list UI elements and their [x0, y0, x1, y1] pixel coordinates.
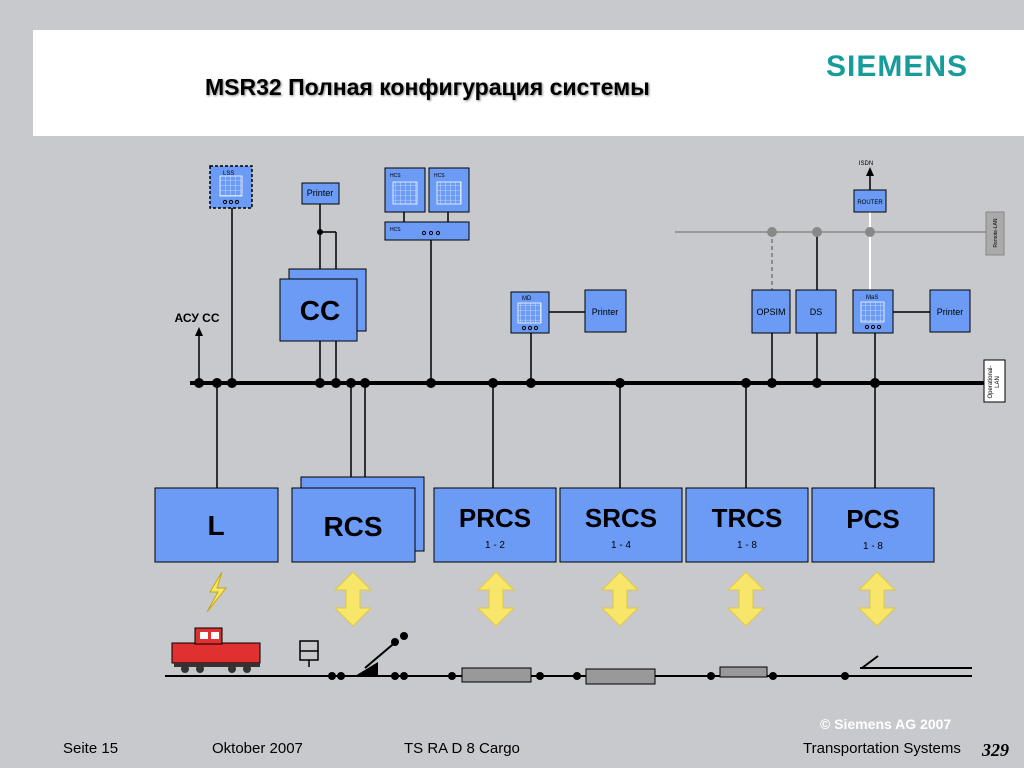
track-signal-icon [299, 640, 319, 667]
subsystem-trcs: TRCS 1 - 8 [685, 487, 809, 563]
printer-mas-label: Printer [937, 307, 964, 317]
opsim-label: OPSIM [756, 307, 785, 317]
operational-lan-box [983, 359, 1006, 403]
slide-title: MSR32 Полная конфигурация системы [205, 74, 650, 100]
track-circuit-3 [719, 666, 768, 678]
md-label: MD [522, 296, 532, 302]
mas-label: MaS [866, 295, 878, 301]
trcs-arrow-icon [726, 571, 766, 627]
hcs2-label: HCS [434, 173, 445, 179]
subsystem-rcs-label: RCS [323, 511, 382, 542]
printer-mas-box [929, 289, 971, 333]
bus-nodes [194, 229, 880, 388]
remote-lan-nodes [767, 227, 875, 237]
remote-lan-label: Remote-LAN [993, 218, 999, 247]
printer-md-label: Printer [592, 307, 619, 317]
track-circuit-1 [461, 667, 532, 683]
lss-label: LSS [223, 171, 234, 177]
router-box [853, 189, 887, 213]
md-workstation: MD [510, 291, 550, 334]
track-nodes [328, 672, 849, 680]
opsim-box [751, 289, 791, 334]
printer-md-box [584, 289, 627, 333]
pcs-arrow-icon [857, 571, 897, 627]
barrier-icon [355, 632, 408, 676]
subsystem-pcs-range: 1 - 8 [863, 541, 883, 552]
track-switch-icon [861, 655, 879, 669]
isdn-label: ISDN [859, 161, 873, 167]
subsystem-trcs-label: TRCS [712, 503, 783, 533]
radio-lightning-icon [206, 571, 228, 613]
locomotive-icon [171, 627, 261, 673]
subsystem-prcs-range: 1 - 2 [485, 540, 505, 551]
siemens-logo: SIEMENS [826, 50, 969, 83]
footer-date: Oktober 2007 [212, 740, 303, 757]
hcs2-screen-icon [436, 181, 462, 205]
mas-workstation: MaS [852, 289, 894, 334]
ds-box [795, 289, 837, 334]
header-band [33, 30, 1024, 136]
operational-lan-label-1: Operational- [988, 365, 994, 398]
subsystem-srcs-range: 1 - 4 [611, 540, 631, 551]
operational-lan-label-2: LAN [995, 376, 1001, 388]
data-exchange-arrows [333, 571, 897, 627]
hcs-workstation-1: HCS [384, 167, 426, 213]
ds-label: DS [810, 307, 823, 317]
hcs-server: HCS [384, 221, 470, 241]
subsystem-prcs-label: PRCS [459, 503, 531, 533]
prcs-arrow-icon [476, 571, 516, 627]
lss-screen-icon [219, 175, 243, 197]
srcs-arrow-icon [600, 571, 640, 627]
mas-screen-icon [860, 301, 885, 323]
hcs1-screen-icon [392, 181, 418, 205]
subsystem-pcs-label: PCS [846, 504, 899, 534]
subsystem-pcs: PCS 1 - 8 [811, 487, 935, 563]
printer-top-box [301, 182, 340, 205]
footer-dept: TS RA D 8 Cargo [404, 740, 520, 757]
rcs-arrow-icon [333, 571, 373, 627]
cc-label: CC [300, 295, 340, 326]
page-number: 329 [982, 740, 1009, 760]
connector-lines [198, 175, 930, 488]
printer-top-label: Printer [307, 188, 334, 198]
footer-division: Transportation Systems [803, 740, 961, 757]
subsystem-prcs: PRCS 1 - 2 [433, 487, 557, 563]
asu-label: АСУ СС [174, 311, 219, 325]
router-label: ROUTER [857, 200, 883, 206]
remote-lan-box [985, 211, 1005, 256]
subsystem-l: L [154, 487, 279, 563]
subsystem-srcs-label: SRCS [585, 503, 657, 533]
subsystem-trcs-range: 1 - 8 [737, 540, 757, 551]
isdn-arrow-icon [866, 167, 874, 176]
subsystem-l-label: L [207, 510, 224, 541]
subsystem-rcs: RCS [291, 476, 425, 563]
hcs-workstation-2: HCS [428, 167, 470, 213]
lss-workstation: LSS [209, 165, 253, 209]
cc-box: CC [279, 268, 367, 342]
copyright: © Siemens AG 2007 [820, 716, 952, 732]
subsystem-srcs: SRCS 1 - 4 [559, 487, 683, 563]
hcs3-label: HCS [390, 227, 401, 233]
asu-arrow-icon [195, 327, 203, 336]
md-screen-icon [517, 302, 542, 324]
track-circuit-2 [585, 668, 656, 685]
hcs1-label: HCS [390, 173, 401, 179]
footer-page: Seite 15 [63, 740, 119, 757]
